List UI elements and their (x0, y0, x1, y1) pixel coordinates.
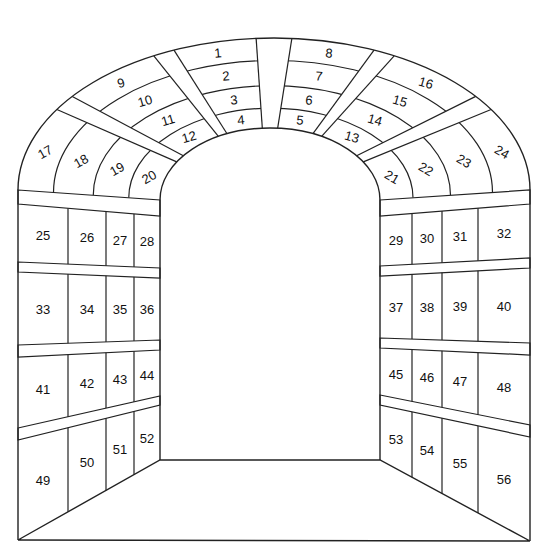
stone-number: 48 (497, 380, 511, 393)
stone-number: 16 (418, 74, 435, 90)
band-edge (154, 56, 219, 137)
stone-number: 32 (497, 226, 511, 239)
stone-number: 56 (497, 473, 511, 486)
stone-number: 15 (392, 93, 409, 109)
stone-number: 14 (366, 112, 383, 128)
wall-band (18, 340, 160, 357)
stone-number: 11 (160, 112, 177, 128)
stone-number: 43 (113, 372, 127, 385)
stone-number: 50 (80, 456, 94, 469)
stone-number: 52 (140, 431, 154, 444)
arch-bands (57, 38, 491, 161)
band-edge (363, 109, 491, 161)
stone-number: 39 (453, 300, 467, 313)
arch-band (357, 96, 491, 161)
stone-number: 51 (113, 442, 127, 455)
stone-number: 40 (497, 299, 511, 312)
opening-outline (160, 128, 380, 460)
stone-number: 20 (140, 167, 159, 185)
band-edge (57, 109, 177, 161)
stone-number: 24 (492, 143, 511, 161)
stone-number: 31 (453, 229, 467, 242)
band-edge (278, 38, 292, 128)
stone-number: 9 (115, 75, 126, 89)
band-edge (174, 50, 227, 134)
stone-number: 46 (420, 371, 434, 384)
stone-number: 42 (80, 377, 94, 390)
wall-band (18, 396, 160, 440)
stone-number: 1 (214, 46, 222, 60)
stone-number: 8 (325, 46, 333, 60)
floor-outline (18, 460, 530, 541)
stone-number: 7 (315, 70, 323, 84)
stone-number: 47 (453, 375, 467, 388)
stone-number: 38 (420, 300, 434, 313)
band-edge (357, 96, 476, 155)
stone-number: 35 (113, 302, 127, 315)
wall-band (380, 338, 530, 355)
stone-number: 2 (222, 70, 230, 84)
stone-number: 29 (389, 233, 403, 246)
stone-number: 44 (140, 368, 154, 381)
stone-number: 30 (420, 231, 434, 244)
wall-band (18, 190, 160, 216)
stone-number: 25 (36, 228, 50, 241)
band-edge (256, 38, 262, 128)
band-edges (57, 38, 491, 161)
arch-outlines (18, 38, 530, 541)
stone-number: 5 (296, 113, 304, 127)
wall-bands (18, 190, 530, 440)
stone-number: 23 (454, 151, 473, 169)
wall-band (18, 262, 160, 278)
stone-joints (54, 61, 493, 513)
wall-band (380, 190, 530, 216)
stone-number: 33 (36, 302, 50, 315)
stone-number: 3 (230, 93, 238, 107)
arch-band (154, 50, 227, 136)
stone-number: 18 (72, 151, 91, 169)
wall-joint (477, 208, 478, 513)
stone-number: 53 (389, 432, 403, 445)
stone-number: 49 (36, 473, 50, 486)
band-edge (72, 96, 183, 155)
stone-number: 28 (140, 235, 154, 248)
stone-number: 55 (453, 456, 467, 469)
wall-band (380, 395, 530, 437)
stone-number: 19 (108, 160, 127, 178)
stone-number: 54 (420, 444, 434, 457)
stone-number: 41 (36, 383, 50, 396)
stone-number: 21 (382, 167, 401, 185)
wall-band (380, 258, 530, 276)
wall-joint (441, 211, 442, 494)
stone-number: 13 (343, 129, 360, 145)
stone-number: 34 (80, 302, 94, 315)
stone-number: 12 (181, 129, 198, 145)
arch-band (57, 96, 183, 161)
stone-number: 6 (305, 93, 313, 107)
stone-number: 4 (237, 113, 245, 127)
wall-joint (67, 208, 68, 512)
band-edge (322, 56, 395, 137)
arch-band (256, 38, 292, 128)
stone-number: 10 (136, 93, 153, 109)
stone-number: 26 (80, 231, 94, 244)
stone-number: 37 (389, 300, 403, 313)
outer-outline (18, 38, 530, 541)
arch-band (313, 50, 394, 136)
stone-number: 45 (389, 367, 403, 380)
stone-number: 17 (35, 143, 54, 161)
stone-number: 22 (416, 160, 435, 178)
stone-number: 36 (140, 303, 154, 316)
band-edge (313, 50, 374, 134)
stone-number: 27 (113, 233, 127, 246)
